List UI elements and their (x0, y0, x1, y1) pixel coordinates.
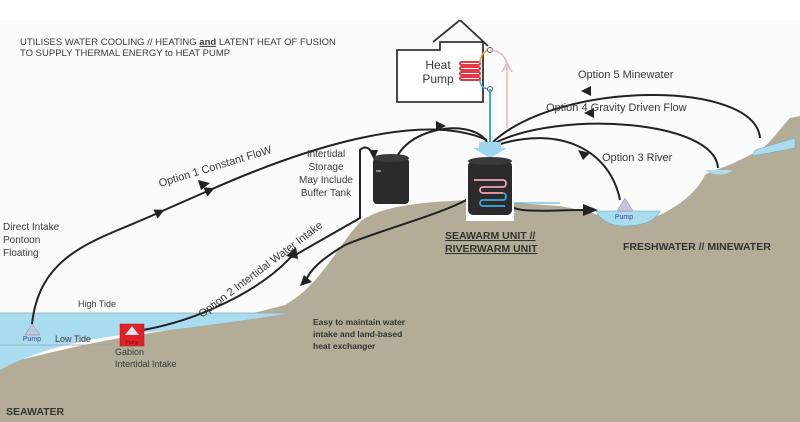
heat-pump-label-line1: Heat (425, 58, 451, 72)
option2-flow-line (142, 146, 375, 331)
seawarm-unit-tank (466, 157, 514, 221)
storage-line1: Intertidal (307, 149, 345, 160)
option3-flow-line (496, 137, 621, 201)
option1-arrowhead (198, 180, 210, 190)
maintenance-note-line1: Easy to maintain water (313, 317, 406, 327)
storage-line2: Storage (308, 162, 343, 173)
seawater-label: SEAWATER (6, 406, 65, 418)
option3-label: Option 3 River (602, 152, 673, 164)
unit-outflow-line (304, 197, 471, 283)
option5-label: Option 5 Minewater (578, 69, 674, 81)
maintenance-note-line3: heat exchanger (313, 341, 376, 351)
gravity-pool (705, 170, 732, 175)
freshwater-minewater-label: FRESHWATER // MINEWATER (623, 241, 771, 253)
direct-intake-line1: Direct Intake (3, 222, 60, 233)
inflow-down-arrow-icon (473, 142, 507, 158)
option4-label: Option 4 Gravity Driven Flow (546, 102, 687, 114)
direct-intake-line2: Pontoon (3, 235, 40, 246)
storage-arrowhead (436, 121, 446, 131)
heat-pump-coil-icon (459, 61, 481, 81)
header-line1: UTILISES WATER COOLING // HEATING and LA… (20, 37, 336, 48)
seawater-body (0, 313, 290, 370)
option1-label: Option 1 Constant FloW (157, 144, 273, 190)
option4-flow-line (494, 122, 719, 169)
river-inlet-arrowhead (583, 204, 598, 216)
diagram-canvas: Heat Pump (0, 20, 800, 422)
direct-intake-line3: Floating (3, 248, 39, 259)
option2-arrowhead (286, 247, 298, 259)
maintenance-note-line2: intake and land-based (313, 329, 402, 339)
low-tide-label: Low Tide (55, 334, 91, 344)
header-line2: TO SUPPLY THERMAL ENERGY to HEAT PUMP (20, 48, 230, 59)
unit-label-line2: RIVERWARM UNIT (445, 243, 538, 255)
unit-label-line1: SEAWARM UNIT // (445, 230, 536, 242)
storage-inlet-arrowhead (369, 150, 378, 160)
gabion-label-line2: Intertidal Intake (115, 359, 177, 369)
gabion-intake: Pump (119, 323, 145, 347)
diagram-svg: Heat Pump (0, 20, 800, 422)
gabion-pump-label: Pump (125, 340, 138, 346)
outflow-arrowhead (300, 275, 312, 286)
top-margin (0, 0, 800, 20)
option5-flow-line (492, 94, 761, 143)
river-pump-label: Pump (615, 214, 633, 221)
river-pool (595, 210, 661, 227)
high-tide-label: High Tide (78, 299, 116, 309)
minewater-seam (751, 137, 796, 157)
option3-arrowhead (578, 150, 590, 160)
heat-pump-label-line2: Pump (422, 72, 454, 86)
option4-arrowhead (584, 108, 594, 118)
ground-terrain (0, 116, 800, 422)
gabion-label-line1: Gabion (115, 347, 144, 357)
option5-arrowhead (581, 86, 591, 96)
option1-flow-line (31, 128, 488, 325)
storage-line4: Buffer Tank (301, 188, 352, 199)
cold-coil-icon (479, 192, 507, 207)
sea-pump-label: Pump (23, 336, 41, 343)
hot-coil-icon (474, 179, 507, 194)
sea-pump-icon (24, 323, 41, 336)
storage-line3: May Include (299, 175, 353, 186)
gabion-pump-icon (125, 326, 139, 335)
heat-pump-house: Heat Pump (396, 20, 513, 142)
river-pump-icon (616, 197, 634, 212)
buffer-tank-icon (373, 154, 409, 204)
